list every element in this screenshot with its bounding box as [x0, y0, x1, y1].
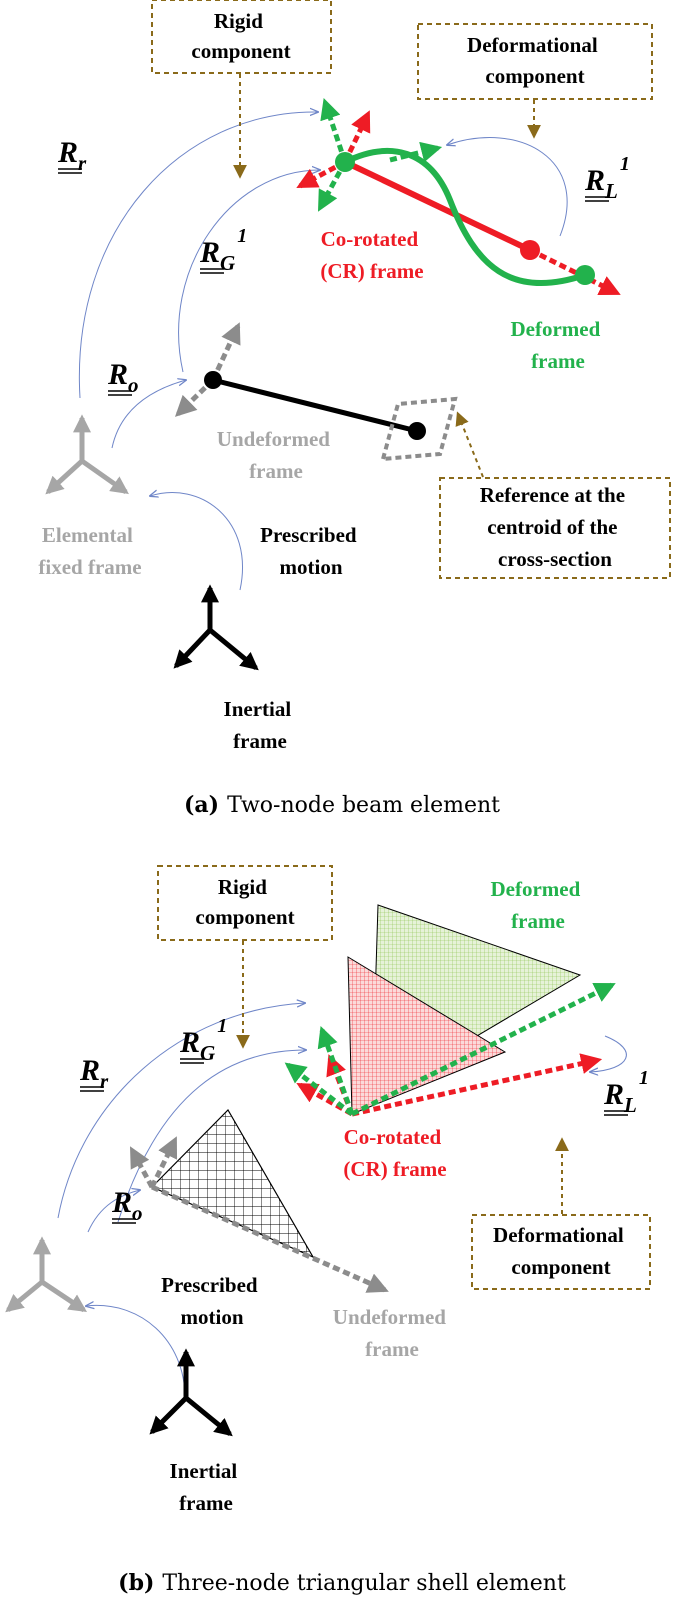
svg-text:Inertial frame: Inertial frame: [224, 697, 297, 753]
deformed-frame-a: [317, 98, 595, 287]
prescribed-label-b-1: Prescribed: [161, 1273, 258, 1297]
cr-label-a-1: Co-rotated: [321, 227, 419, 251]
svg-text:Deformational component: Deformational component: [493, 1223, 629, 1279]
svg-text:Co-rotated (CR) frame: Co-rotated (CR) frame: [320, 227, 423, 283]
symbol-r-g-b: RG1: [179, 1015, 227, 1065]
undeformed-label-b-1: Undeformed: [333, 1305, 446, 1329]
svg-text:Reference at the centroi: Reference at the centroid of the cross-s…: [480, 483, 631, 571]
svg-text:Undeformed frame: Undeformed frame: [333, 1305, 451, 1361]
arc-r-o-a: [111, 380, 186, 449]
arc-r-l-b: [590, 1035, 627, 1072]
caption-a: (a)Two-node beam element: [184, 792, 500, 818]
svg-text:Deformed frame: Deformed frame: [510, 317, 605, 373]
undeformed-frame-b: [129, 1136, 389, 1293]
arc-prescribed-b: [86, 1305, 186, 1399]
undeformed-triangle-b: [150, 1109, 315, 1259]
svg-text:RL1: RL1: [584, 153, 630, 203]
symbol-r-o-b: Ro: [111, 1186, 143, 1225]
rigid-label-a-2: component: [191, 39, 290, 63]
prescribed-label-b-2: motion: [181, 1305, 244, 1329]
rigid-label-b-2: component: [195, 905, 294, 929]
reference-label-a-1: Reference at the: [480, 483, 625, 507]
cr-triangle-b: [347, 956, 507, 1115]
arc-r-g-b: [117, 1050, 306, 1223]
inertial-frame-triad-a: [173, 584, 259, 671]
svg-text:Ro: Ro: [111, 1186, 143, 1225]
svg-text:Deformed frame: Deformed frame: [490, 877, 585, 933]
symbol-r-l-b: RL1: [603, 1067, 649, 1117]
prescribed-label-a-1: Prescribed: [260, 523, 357, 547]
svg-text:RG1: RG1: [179, 1015, 227, 1065]
arc-r-o-b: [87, 1190, 140, 1233]
svg-text:RG1: RG1: [199, 225, 247, 275]
reference-box-a: [439, 477, 671, 579]
svg-text:Rigid component: Rigid component: [191, 9, 290, 63]
cross-section-reference: [380, 396, 458, 462]
deformed-label-a-1: Deformed: [510, 317, 600, 341]
svg-text:Rr: Rr: [79, 1054, 109, 1093]
inertial-label-a-2: frame: [233, 729, 287, 753]
svg-text:Elemental fixed frame: Elemental fixed frame: [38, 523, 141, 579]
svg-text:Deformational component: Deformational component: [467, 33, 603, 88]
svg-text:Ro: Ro: [107, 358, 139, 397]
caption-b: (b)Three-node triangular shell element: [118, 1570, 566, 1596]
deformed-label-a-2: frame: [531, 349, 585, 373]
deformed-label-b-1: Deformed: [490, 877, 580, 901]
panel-b: Rigid component Deformed frame Co-rotate…: [5, 865, 651, 1596]
deformed-label-b-2: frame: [511, 909, 565, 933]
arc-r-r-b: [57, 1003, 305, 1219]
rigid-label-b-1: Rigid: [218, 875, 267, 899]
symbol-r-o-a: Ro: [107, 358, 139, 397]
svg-text:Prescribed motion: Prescribed motion: [161, 1273, 263, 1329]
symbol-r-r-b: Rr: [79, 1054, 109, 1093]
deformational-label-a-1: Deformational: [467, 33, 598, 57]
cr-label-a-2: (CR) frame: [320, 259, 423, 283]
elemental-label-a-1: Elemental: [42, 523, 133, 547]
deformational-label-b-1: Deformational: [493, 1223, 624, 1247]
elemental-frame-triad-b: [5, 1236, 87, 1313]
undeformed-label-a-1: Undeformed: [217, 427, 330, 451]
svg-text:Undeformed frame: Undeformed frame: [217, 427, 335, 483]
inertial-frame-triad-b: [149, 1348, 233, 1437]
rigid-box-b: [157, 865, 333, 941]
inertial-label-a-1: Inertial: [224, 697, 292, 721]
arc-r-g-a: [178, 170, 320, 373]
prescribed-label-a-2: motion: [280, 555, 343, 579]
undeformed-label-b-2: frame: [365, 1337, 419, 1361]
deformed-frame-b: [284, 982, 616, 1117]
svg-text:RL1: RL1: [603, 1067, 649, 1117]
reference-label-a-3: cross-section: [498, 547, 612, 571]
reference-pointer-a: [455, 411, 484, 478]
arc-prescribed-a: [150, 492, 243, 591]
undeformed-label-a-2: frame: [249, 459, 303, 483]
svg-text:Co-rotated (CR) frame: Co-rotated (CR) frame: [343, 1125, 446, 1181]
arc-r-l-a: [447, 137, 568, 237]
arc-r-r-a: [78, 112, 318, 399]
svg-text:Inertial frame: Inertial frame: [170, 1459, 243, 1515]
elemental-frame-triad-a: [45, 414, 129, 495]
svg-text:Prescribed motion: Prescribed motion: [260, 523, 362, 579]
deformational-box-b: [471, 1214, 651, 1290]
symbol-r-l-a: RL1: [584, 153, 630, 203]
symbol-r-r-a: Rr: [57, 136, 87, 175]
inertial-label-b-2: frame: [179, 1491, 233, 1515]
cr-label-b-1: Co-rotated: [344, 1125, 442, 1149]
rigid-label-a-1: Rigid: [214, 9, 263, 33]
cr-label-b-2: (CR) frame: [343, 1157, 446, 1181]
rigid-box-a: [151, 0, 332, 74]
deformational-box-a: [417, 23, 653, 100]
cr-frame-a: [296, 110, 621, 296]
svg-text:Rr: Rr: [57, 136, 87, 175]
symbol-r-g-a: RG1: [199, 225, 247, 275]
reference-label-a-2: centroid of the: [487, 515, 617, 539]
elemental-label-a-2: fixed frame: [38, 555, 141, 579]
inertial-label-b-1: Inertial: [170, 1459, 238, 1483]
undeformed-beam-a: [174, 322, 458, 462]
deformational-label-b-2: component: [511, 1255, 610, 1279]
svg-text:Rigid component: Rigid component: [195, 875, 294, 929]
panel-a: Rigid component Deformational component …: [38, 0, 671, 818]
deformational-label-a-2: component: [485, 64, 584, 88]
